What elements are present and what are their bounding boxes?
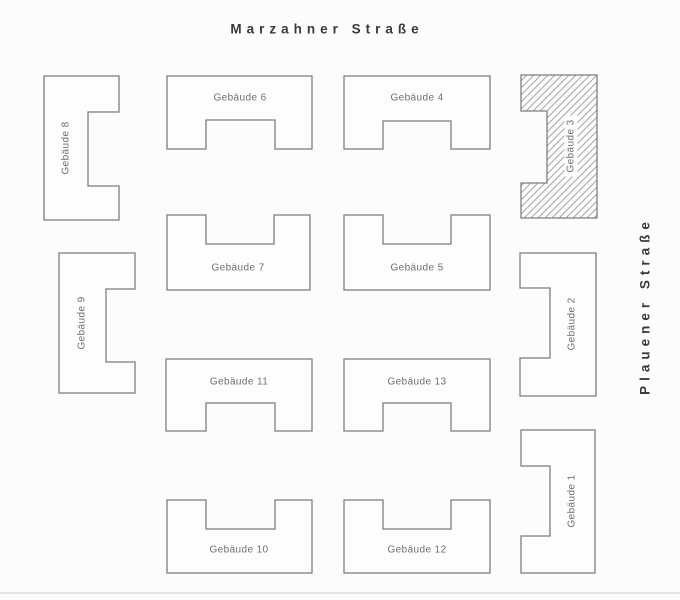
building-outline-geb-ude-8	[43, 75, 120, 221]
building-label-geb-ude-7: Gebäude 7	[211, 262, 265, 274]
building-outline-geb-ude-10	[166, 499, 313, 574]
building-label-geb-ude-12: Gebäude 12	[387, 544, 447, 556]
building-label-geb-ude-1: Gebäude 1	[566, 474, 578, 528]
building-label-geb-ude-11: Gebäude 11	[209, 376, 269, 388]
building-label-geb-ude-10: Gebäude 10	[209, 544, 269, 556]
building-outline-geb-ude-12	[343, 499, 491, 574]
building-label-geb-ude-3: Gebäude 3	[564, 115, 578, 177]
building-label-geb-ude-6: Gebäude 6	[213, 92, 267, 104]
building-label-geb-ude-2: Gebäude 2	[566, 297, 578, 351]
building-label-geb-ude-4: Gebäude 4	[390, 92, 444, 104]
building-label-geb-ude-5: Gebäude 5	[390, 262, 444, 274]
building-outline-geb-ude-7	[166, 214, 311, 291]
building-outline-geb-ude-2	[519, 252, 597, 397]
building-outline-geb-ude-9	[58, 252, 136, 394]
building-label-geb-ude-9: Gebäude 9	[76, 296, 88, 350]
building-outline-geb-ude-1	[520, 429, 596, 574]
building-outline-geb-ude-3	[520, 74, 598, 219]
building-outline-geb-ude-11	[165, 358, 313, 432]
building-outline-geb-ude-6	[166, 75, 313, 150]
street-label-marzahner-strasse: Marzahner Straße	[230, 21, 424, 37]
building-label-geb-ude-13: Gebäude 13	[387, 376, 447, 388]
street-label-plauener-strasse: Plauener Straße	[637, 217, 653, 395]
building-outline-geb-ude-5	[343, 214, 491, 291]
building-outline-geb-ude-4	[343, 75, 491, 150]
building-outline-geb-ude-13	[343, 358, 491, 432]
bottom-street-edge-line	[0, 592, 680, 594]
building-label-geb-ude-8: Gebäude 8	[60, 121, 72, 175]
